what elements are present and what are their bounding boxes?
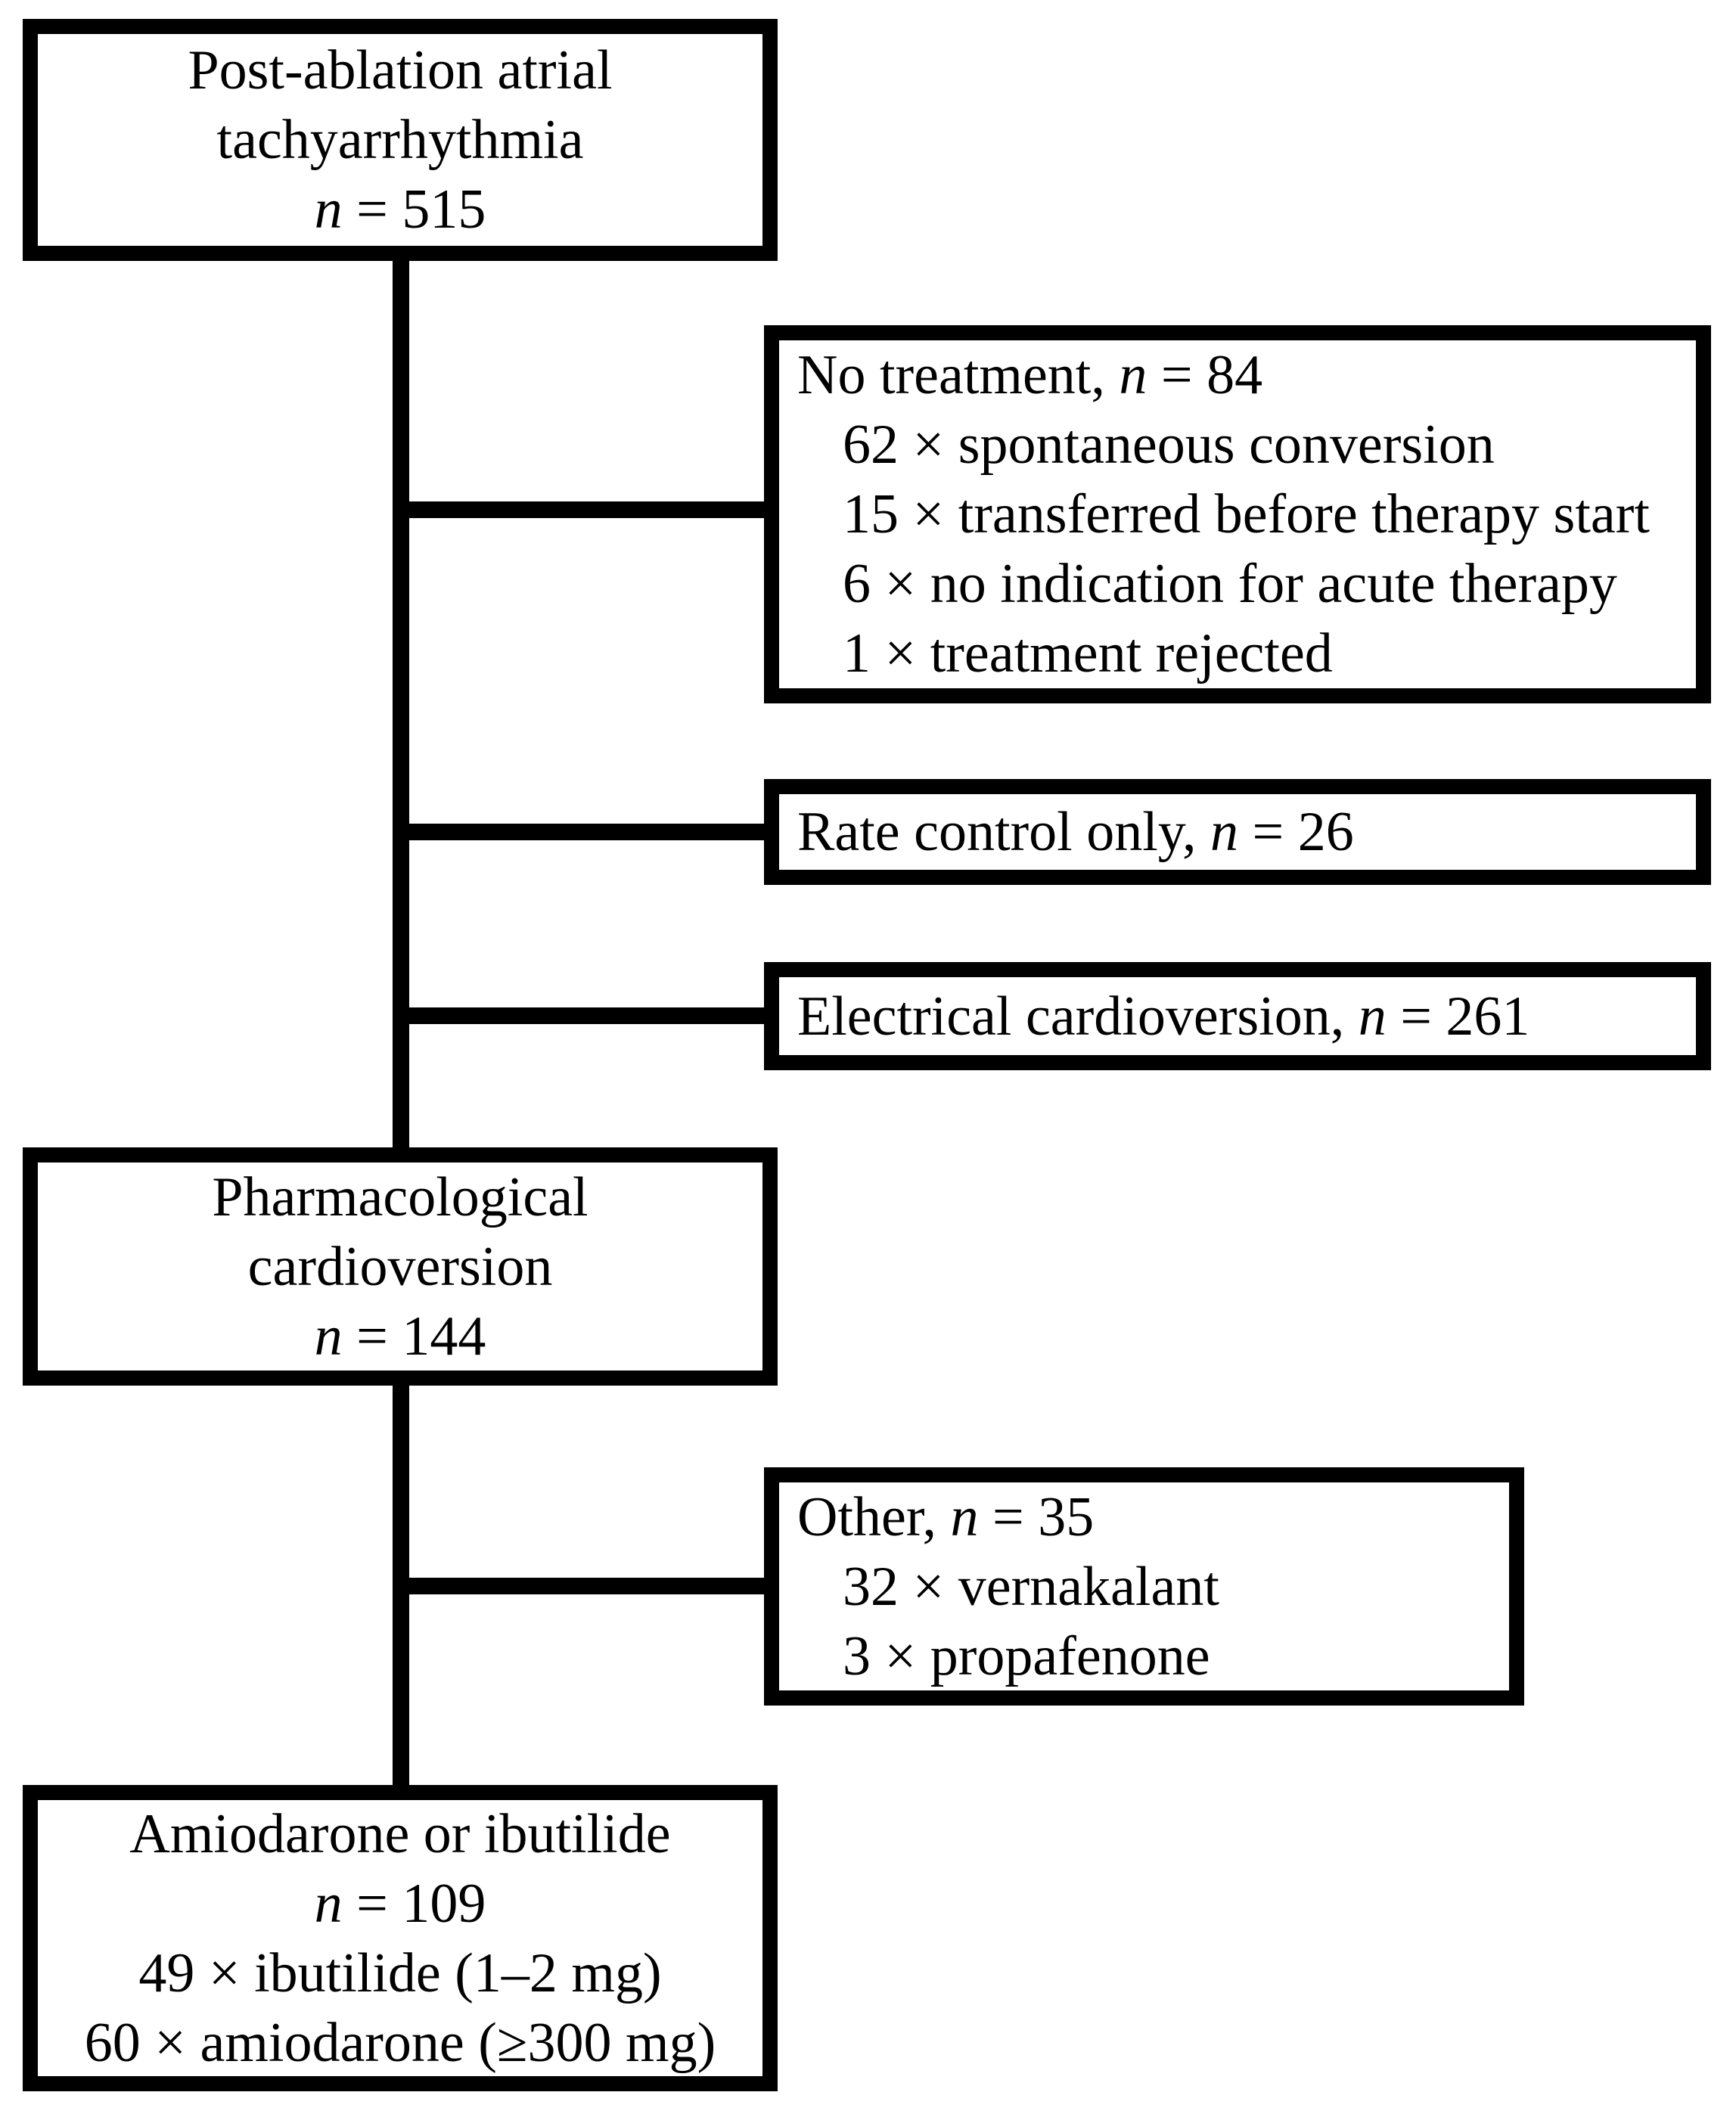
box-text-line: tachyarrhythmia bbox=[217, 105, 584, 175]
box-text-line: Rate control only, n = 26 bbox=[797, 797, 1354, 867]
text-segment: = 515 bbox=[342, 178, 486, 241]
italic-text-segment: n bbox=[314, 1872, 343, 1935]
text-segment: Other, bbox=[797, 1485, 951, 1548]
text-segment: 49 × ibutilide (1–2 mg) bbox=[138, 1942, 662, 2004]
text-segment: cardioversion bbox=[247, 1235, 553, 1298]
box-text-line: 62 × spontaneous conversion bbox=[797, 410, 1495, 480]
box-text-line: Pharmacological bbox=[212, 1162, 588, 1232]
box-text-line: Post-ablation atrial bbox=[188, 36, 612, 105]
italic-text-segment: n bbox=[314, 1305, 343, 1367]
connector-branch-rate-control bbox=[393, 824, 766, 840]
text-segment: No treatment, bbox=[797, 344, 1120, 406]
text-segment: tachyarrhythmia bbox=[216, 109, 584, 171]
box-text-line: n = 515 bbox=[315, 175, 486, 244]
flowchart-box-electrical-cardioversion: Electrical cardioversion, n = 261 bbox=[764, 962, 1711, 1070]
text-segment: = 261 bbox=[1386, 985, 1530, 1048]
text-segment: = 26 bbox=[1238, 801, 1354, 863]
text-segment: 62 × spontaneous conversion bbox=[843, 414, 1495, 476]
connector-trunk-upper bbox=[393, 257, 409, 1151]
text-segment: Electrical cardioversion, bbox=[797, 985, 1359, 1048]
box-text-line: 15 × transferred before therapy start bbox=[797, 480, 1650, 549]
italic-text-segment: n bbox=[314, 178, 343, 241]
box-text-line: No treatment, n = 84 bbox=[797, 340, 1262, 410]
connector-branch-other bbox=[393, 1578, 766, 1594]
text-segment: = 35 bbox=[978, 1485, 1095, 1548]
text-segment: 32 × vernakalant bbox=[843, 1555, 1219, 1618]
text-segment: 6 × no indication for acute therapy bbox=[843, 553, 1617, 615]
box-text-line: Amiodarone or ibutilide bbox=[129, 1799, 670, 1869]
italic-text-segment: n bbox=[1358, 985, 1387, 1048]
connector-branch-electrical bbox=[393, 1007, 766, 1024]
box-text-line: 3 × propafenone bbox=[797, 1622, 1210, 1691]
text-segment: Post-ablation atrial bbox=[188, 39, 613, 101]
box-text-line: cardioversion bbox=[248, 1232, 553, 1302]
text-segment: 60 × amiodarone (≥300 mg) bbox=[84, 2011, 716, 2074]
italic-text-segment: n bbox=[950, 1485, 979, 1548]
box-text-line: 60 × amiodarone (≥300 mg) bbox=[85, 2008, 716, 2078]
text-segment: Rate control only, bbox=[797, 801, 1210, 863]
text-segment: Amiodarone or ibutilide bbox=[129, 1802, 671, 1865]
box-text-line: 6 × no indication for acute therapy bbox=[797, 549, 1617, 619]
box-text-line: 1 × treatment rejected bbox=[797, 619, 1333, 688]
text-segment: = 84 bbox=[1147, 344, 1263, 406]
text-segment: 1 × treatment rejected bbox=[843, 622, 1333, 684]
flowchart-box-rate-control-only: Rate control only, n = 26 bbox=[764, 779, 1711, 885]
connector-branch-no-treatment bbox=[393, 501, 766, 518]
italic-text-segment: n bbox=[1210, 801, 1238, 863]
text-segment: 15 × transferred before therapy start bbox=[843, 483, 1650, 545]
text-segment: Pharmacological bbox=[212, 1166, 589, 1228]
box-text-line: 49 × ibutilide (1–2 mg) bbox=[138, 1939, 661, 2008]
text-segment: 3 × propafenone bbox=[843, 1625, 1210, 1687]
italic-text-segment: n bbox=[1119, 344, 1147, 406]
box-text-line: n = 144 bbox=[315, 1302, 486, 1371]
box-text-line: Electrical cardioversion, n = 261 bbox=[797, 982, 1529, 1051]
text-segment: = 109 bbox=[342, 1872, 486, 1935]
box-text-line: 32 × vernakalant bbox=[797, 1552, 1219, 1622]
box-text-line: n = 109 bbox=[315, 1869, 486, 1939]
text-segment: = 144 bbox=[342, 1305, 486, 1367]
box-text-line: Other, n = 35 bbox=[797, 1482, 1094, 1552]
